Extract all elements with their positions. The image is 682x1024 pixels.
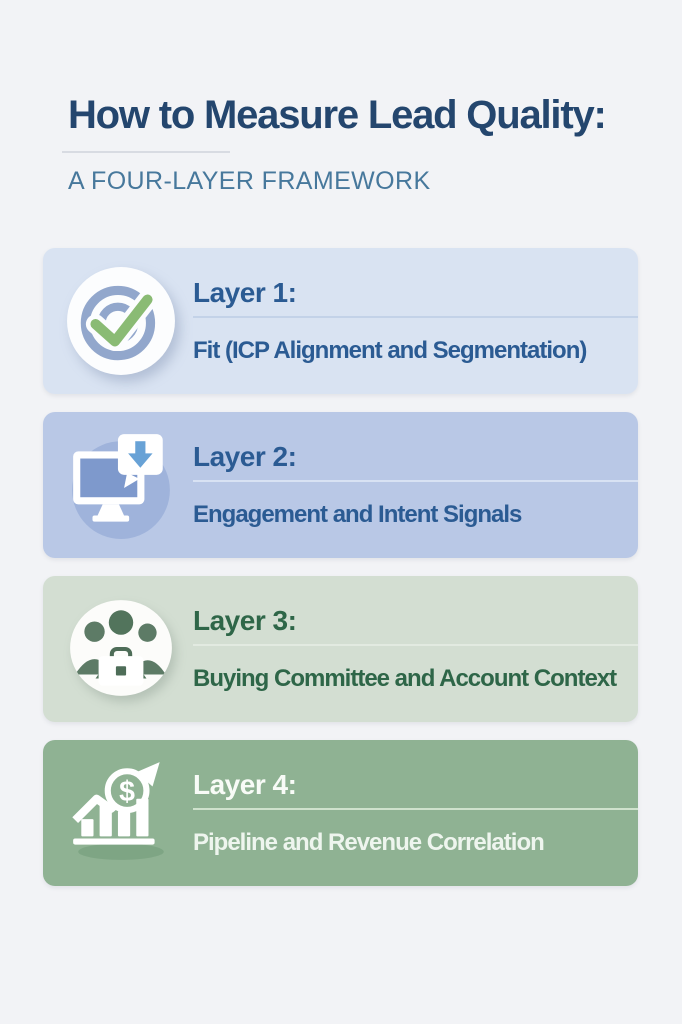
layer-card-list: Layer 1: Fit (ICP Alignment and Segmenta… [43, 248, 682, 887]
dollar-glyph: $ [119, 776, 135, 808]
layer-heading: Layer 2: [193, 441, 297, 473]
heading-divider [193, 644, 638, 647]
layer-card-4: $ Layer 4: Pipeline and Revenue Correlat… [43, 740, 638, 887]
revenue-growth-icon: $ [65, 757, 177, 869]
layer-card-2: Layer 2: Engagement and Intent Signals [43, 412, 638, 559]
title-divider [62, 151, 230, 154]
layer-description: Pipeline and Revenue Correlation [193, 829, 545, 857]
layer-heading: Layer 3: [193, 605, 297, 637]
layer-description: Fit (ICP Alignment and Segmentation) [193, 337, 587, 365]
heading-divider [193, 316, 638, 319]
layer-description: Buying Committee and Account Context [193, 665, 617, 693]
layer-card-1: Layer 1: Fit (ICP Alignment and Segmenta… [43, 248, 638, 395]
layer-description: Engagement and Intent Signals [193, 501, 522, 529]
monitor-download-icon [65, 429, 177, 541]
page-title: How to Measure Lead Quality: [68, 93, 607, 137]
heading-divider [193, 480, 638, 483]
heading-divider [193, 808, 638, 811]
layer-heading: Layer 1: [193, 277, 297, 309]
layer-heading: Layer 4: [193, 769, 297, 801]
page-subtitle: A FOUR-LAYER FRAMEWORK [68, 167, 431, 196]
layer-card-3: Layer 3: Buying Committee and Account Co… [43, 576, 638, 723]
infographic-header: How to Measure Lead Quality: A FOUR-LAYE… [0, 0, 682, 196]
buying-committee-icon [65, 593, 177, 705]
target-checkmark-icon [65, 265, 177, 377]
